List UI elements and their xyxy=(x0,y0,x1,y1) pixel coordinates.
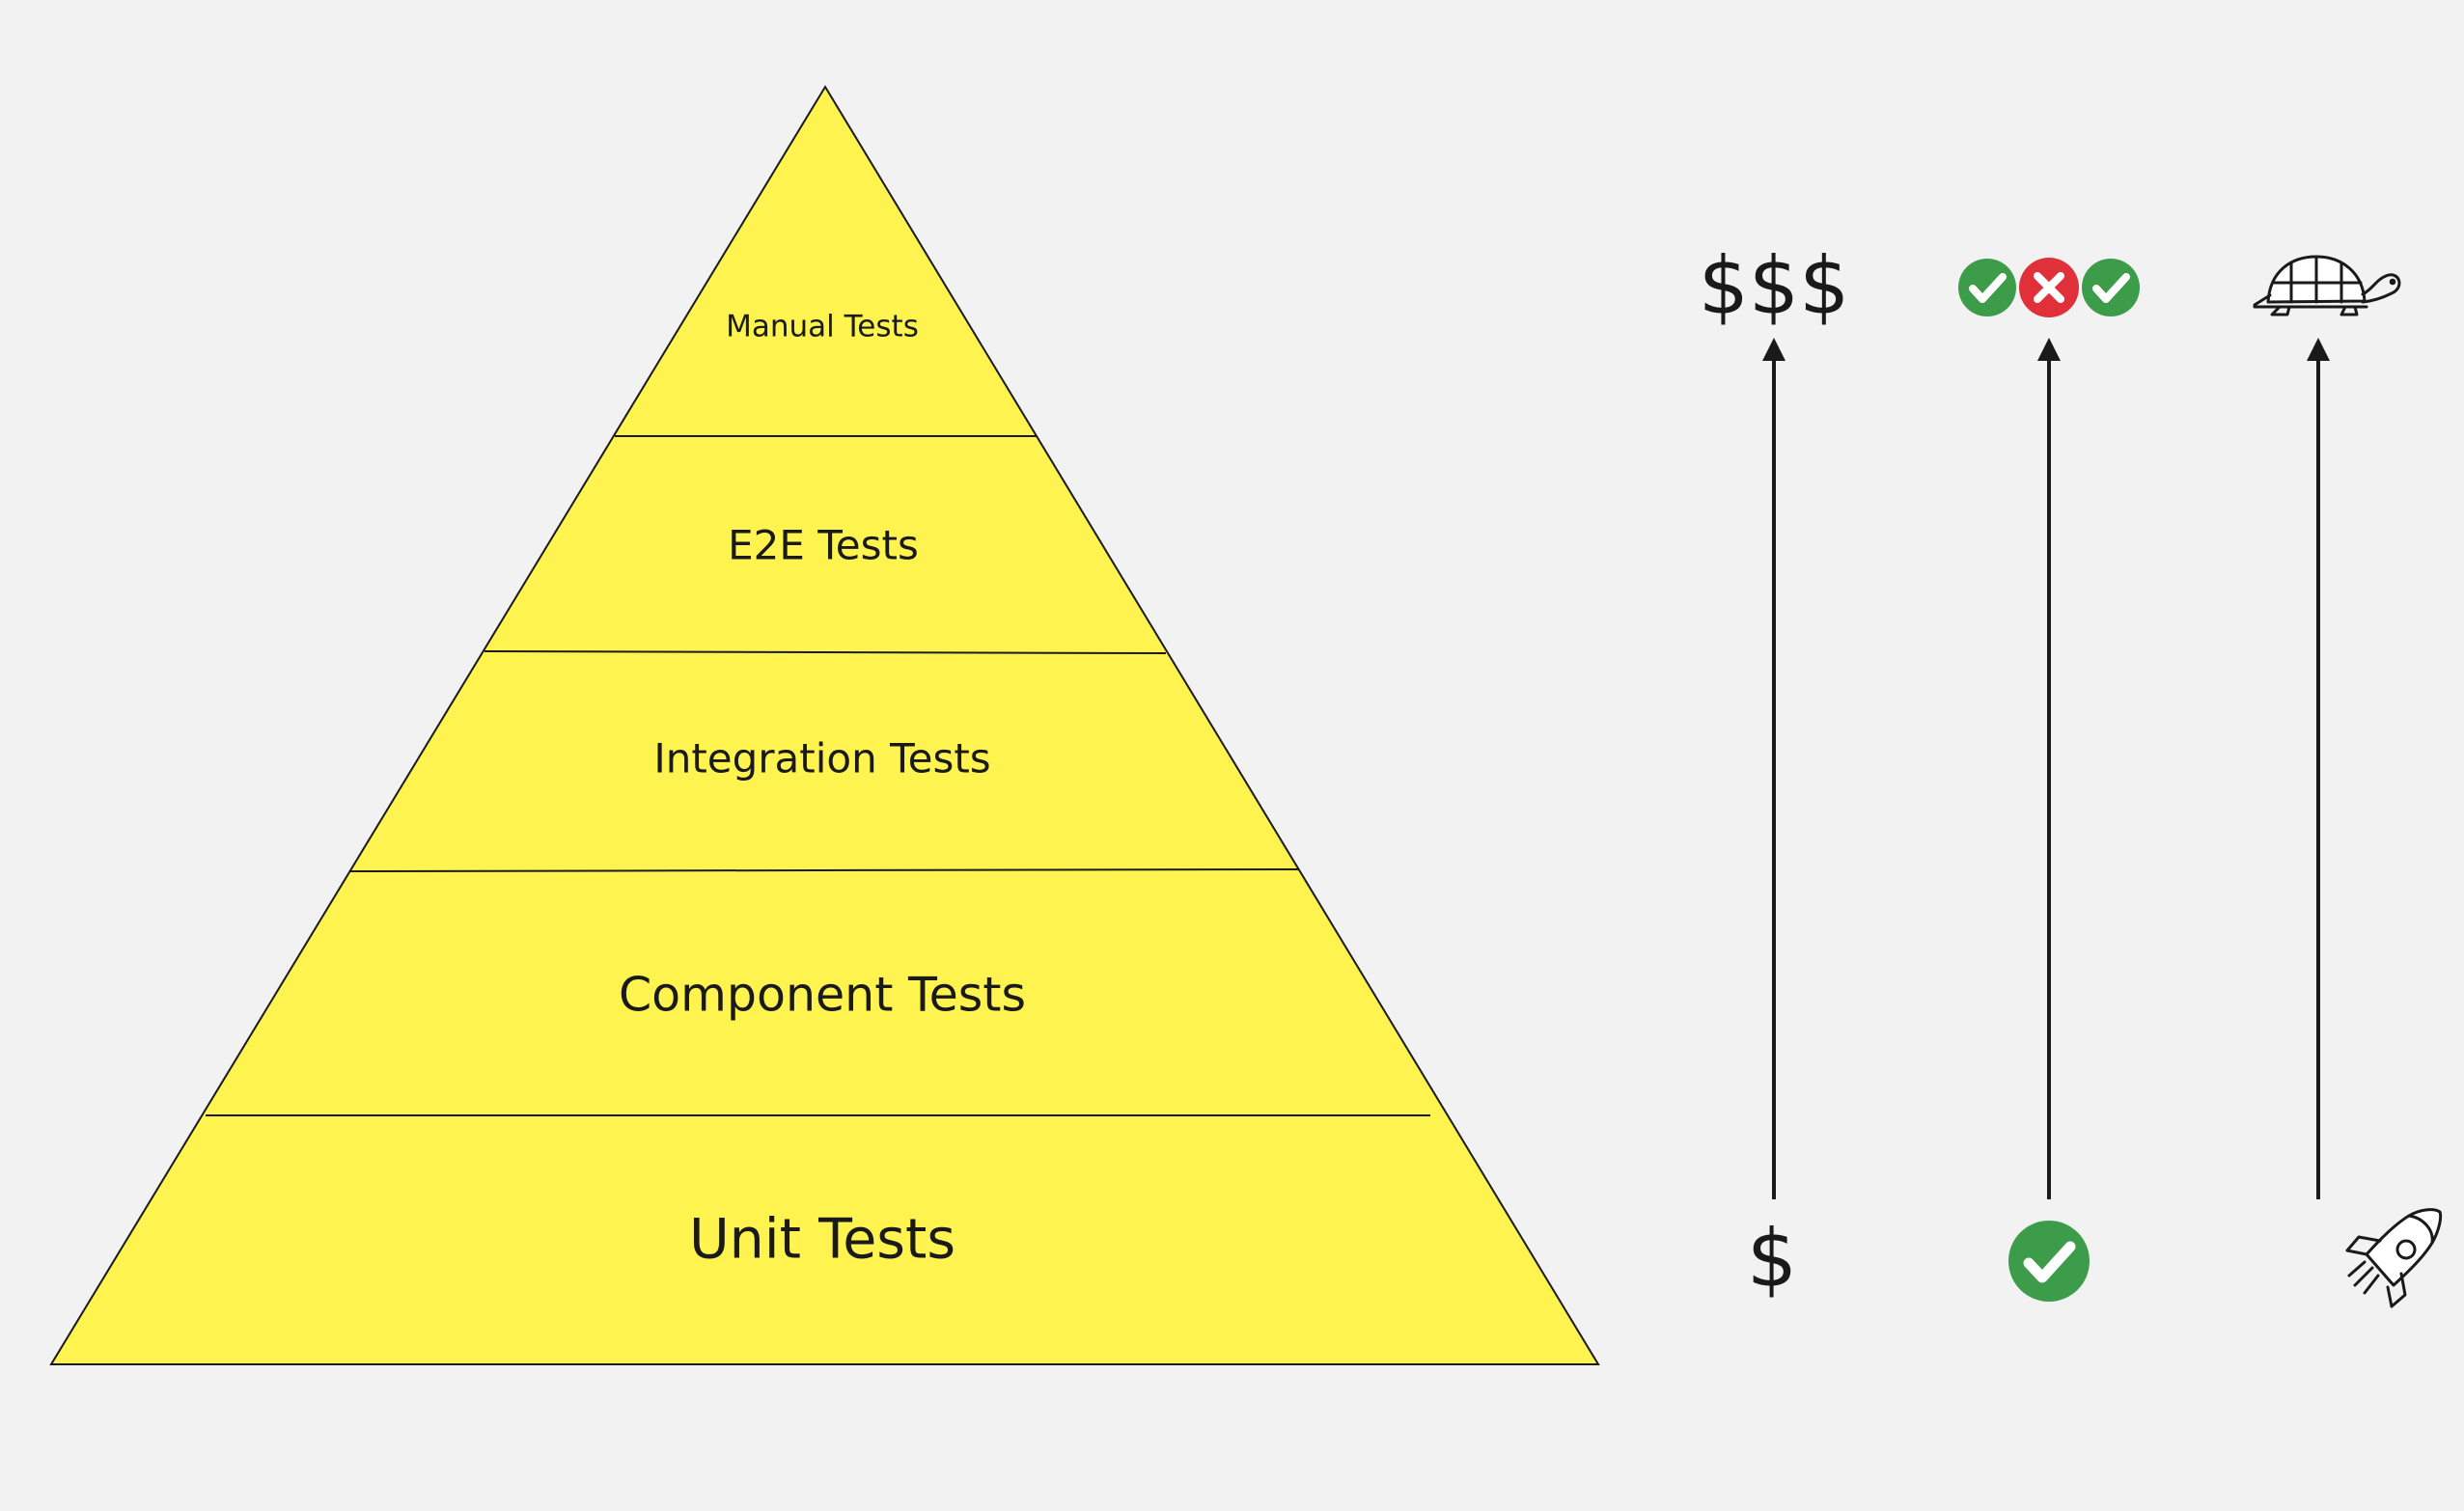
tier-divider xyxy=(484,650,1167,654)
check-icon xyxy=(2082,259,2140,316)
check-icon xyxy=(2008,1221,2090,1302)
speed-scale xyxy=(2253,255,2443,1308)
reliability-scale xyxy=(1958,258,2140,1302)
tier-label-unit: Unit Tests xyxy=(689,1208,955,1272)
check-icon xyxy=(1958,259,2016,316)
turtle-icon xyxy=(2253,255,2401,316)
tier-label-integration: Integration Tests xyxy=(653,735,990,783)
pyramid: Manual Tests E2E Tests Integration Tests… xyxy=(49,85,1600,1365)
cost-scale: $$$ $ xyxy=(1699,240,1850,1305)
rocket-icon xyxy=(2345,1208,2443,1308)
tier-divider xyxy=(349,868,1300,872)
tier-label-e2e: E2E Tests xyxy=(728,522,919,569)
cross-icon xyxy=(2019,258,2079,317)
tier-label-manual: Manual Tests xyxy=(726,310,919,344)
tier-label-component: Component Tests xyxy=(619,968,1026,1023)
pyramid-body xyxy=(49,85,1600,1365)
cost-low-label: $ xyxy=(1747,1213,1797,1305)
cost-high-label: $$$ xyxy=(1699,240,1850,332)
